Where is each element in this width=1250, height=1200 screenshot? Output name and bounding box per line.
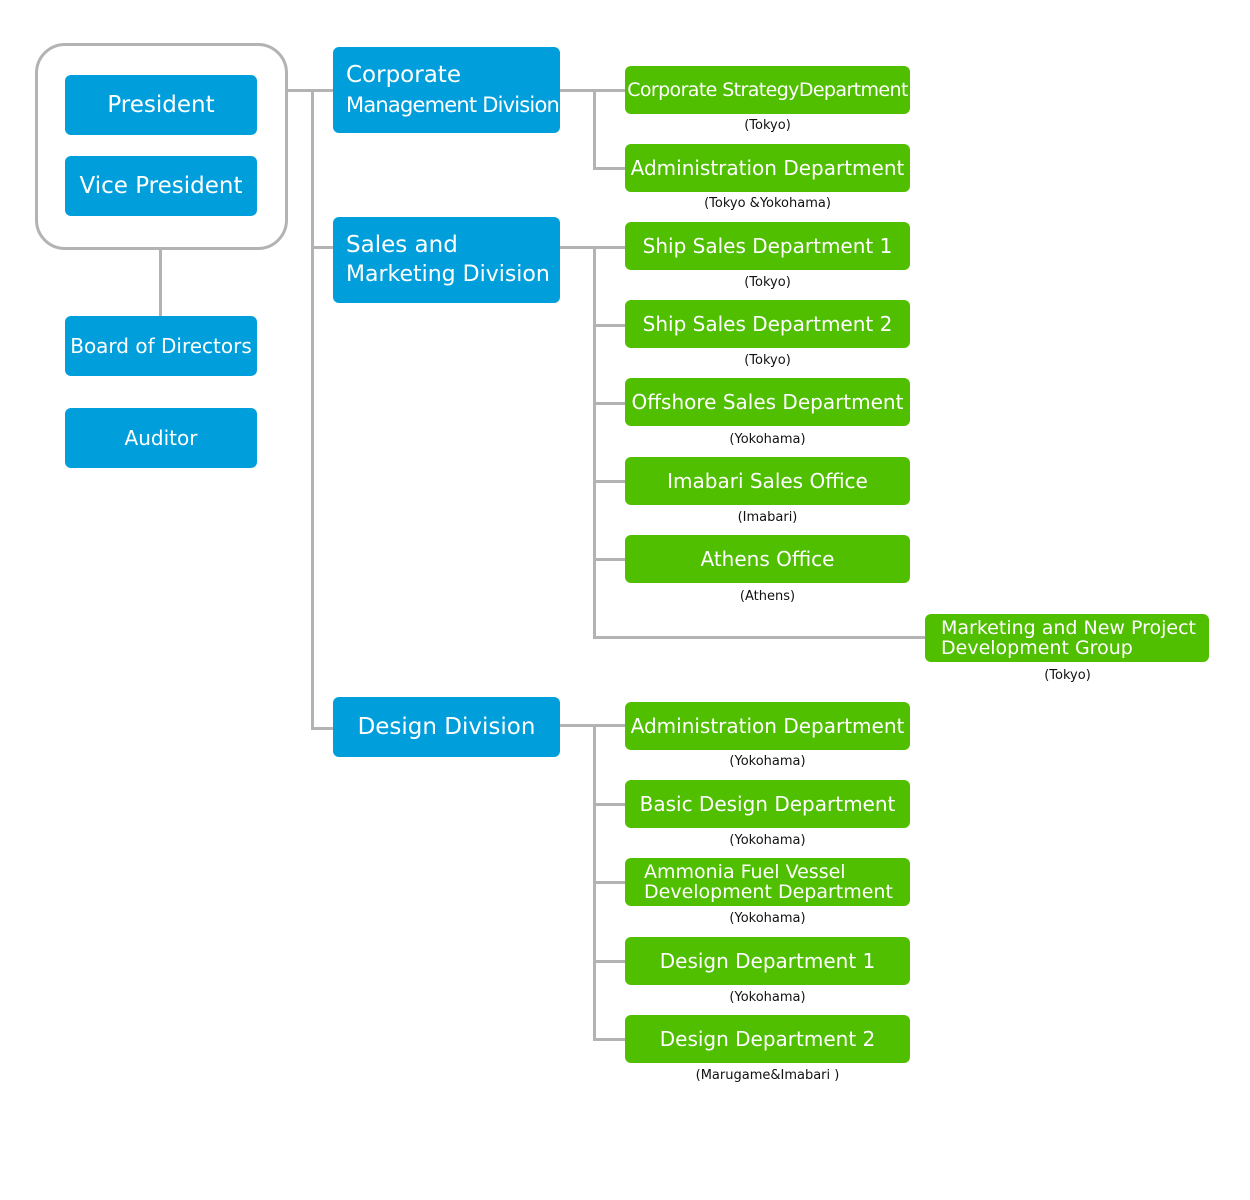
president-label: President <box>107 91 215 118</box>
connector-sales-group <box>593 636 925 639</box>
dept-design-2-location: (Marugame&Imabari ) <box>695 1068 840 1083</box>
dept-corporate-administration-location: (Tokyo &Yokohama) <box>704 196 831 211</box>
design-division-box: Design Division <box>333 697 560 757</box>
dept-imabari-sales-office: Imabari Sales Office <box>625 457 910 505</box>
connector-design-dept-1 <box>593 724 625 727</box>
dept-design-1-label: Design Department 1 <box>659 949 876 973</box>
dept-corporate-administration-label: Administration Department <box>630 156 905 180</box>
vice-president-box: Vice President <box>65 156 257 216</box>
dept-basic-design: Basic Design Department <box>625 780 910 828</box>
board-of-directors-label: Board of Directors <box>70 334 252 358</box>
president-box: President <box>65 75 257 135</box>
sales-division-line2: Marketing Division <box>346 262 550 287</box>
dept-athens-office-label: Athens Office <box>700 547 835 571</box>
connector-main-trunk <box>311 89 314 730</box>
vice-president-label: Vice President <box>79 172 243 199</box>
connector-to-design <box>311 727 333 730</box>
corporate-management-division-box: Corporate Management Division <box>333 47 560 133</box>
dept-basic-design-label: Basic Design Department <box>639 792 896 816</box>
dept-design-administration-label: Administration Department <box>630 714 905 738</box>
connector-to-sales <box>311 246 333 249</box>
connector-sales-trunk <box>593 246 596 639</box>
connector-sales-dept-5 <box>593 558 625 561</box>
dept-imabari-sales-office-label: Imabari Sales Office <box>667 469 868 493</box>
design-division-label: Design Division <box>357 713 536 740</box>
dept-athens-office-location: (Athens) <box>739 589 796 604</box>
dept-design-1: Design Department 1 <box>625 937 910 985</box>
dept-ship-sales-2-location: (Tokyo) <box>744 353 791 368</box>
dept-ship-sales-1: Ship Sales Department 1 <box>625 222 910 270</box>
board-of-directors-box: Board of Directors <box>65 316 257 376</box>
dept-ship-sales-1-label: Ship Sales Department 1 <box>642 234 893 258</box>
dept-offshore-sales-label: Offshore Sales Department <box>631 390 904 414</box>
connector-corporate-dept-1 <box>593 89 625 92</box>
sales-division-line1: Sales and <box>346 232 458 258</box>
group-marketing-location: (Tokyo) <box>1044 668 1091 683</box>
connector-design-out <box>560 724 596 727</box>
dept-ship-sales-2: Ship Sales Department 2 <box>625 300 910 348</box>
dept-design-administration-location: (Yokohama) <box>729 754 806 769</box>
dept-corporate-strategy: Corporate StrategyDepartment <box>625 66 910 114</box>
dept-design-1-location: (Yokohama) <box>729 990 806 1005</box>
auditor-box: Auditor <box>65 408 257 468</box>
group-marketing-line2: Development Group <box>941 637 1133 659</box>
dept-ship-sales-2-label: Ship Sales Department 2 <box>642 312 893 336</box>
dept-ammonia-fuel-vessel: Ammonia Fuel Vessel Development Departme… <box>625 858 910 906</box>
dept-design-administration: Administration Department <box>625 702 910 750</box>
connector-exec-to-board <box>159 250 162 316</box>
connector-corporate-trunk <box>593 89 596 170</box>
dept-design-2: Design Department 2 <box>625 1015 910 1063</box>
connector-corporate-out <box>560 89 596 92</box>
connector-sales-dept-1 <box>593 246 625 249</box>
dept-ammonia-location: (Yokohama) <box>729 911 806 926</box>
corporate-division-line1: Corporate <box>346 62 461 88</box>
dept-design-2-label: Design Department 2 <box>659 1027 876 1051</box>
connector-corporate-dept-2 <box>593 167 625 170</box>
dept-athens-office: Athens Office <box>625 535 910 583</box>
connector-design-dept-4 <box>593 960 625 963</box>
connector-exec-to-main <box>288 89 313 92</box>
sales-marketing-division-box: Sales and Marketing Division <box>333 217 560 303</box>
corporate-division-line2: Management Division <box>346 93 560 117</box>
connector-sales-out <box>560 246 596 249</box>
dept-corporate-administration: Administration Department <box>625 144 910 192</box>
connector-sales-dept-4 <box>593 480 625 483</box>
dept-corporate-strategy-location: (Tokyo) <box>744 118 791 133</box>
dept-imabari-sales-office-location: (Imabari) <box>737 510 798 525</box>
group-marketing-line1: Marketing and New Project <box>941 617 1197 639</box>
connector-to-corporate <box>311 89 333 92</box>
connector-design-dept-3 <box>593 881 625 884</box>
dept-basic-design-location: (Yokohama) <box>729 833 806 848</box>
connector-design-dept-5 <box>593 1038 625 1041</box>
dept-ammonia-line2: Development Department <box>644 881 893 903</box>
dept-corporate-strategy-label: Corporate StrategyDepartment <box>627 78 908 101</box>
dept-offshore-sales: Offshore Sales Department <box>625 378 910 426</box>
connector-sales-dept-2 <box>593 324 625 327</box>
dept-ship-sales-1-location: (Tokyo) <box>744 275 791 290</box>
group-marketing-new-project: Marketing and New Project Development Gr… <box>925 614 1209 662</box>
connector-sales-dept-3 <box>593 402 625 405</box>
dept-offshore-sales-location: (Yokohama) <box>729 432 806 447</box>
auditor-label: Auditor <box>124 426 198 450</box>
connector-design-dept-2 <box>593 803 625 806</box>
dept-ammonia-line1: Ammonia Fuel Vessel <box>644 861 846 883</box>
